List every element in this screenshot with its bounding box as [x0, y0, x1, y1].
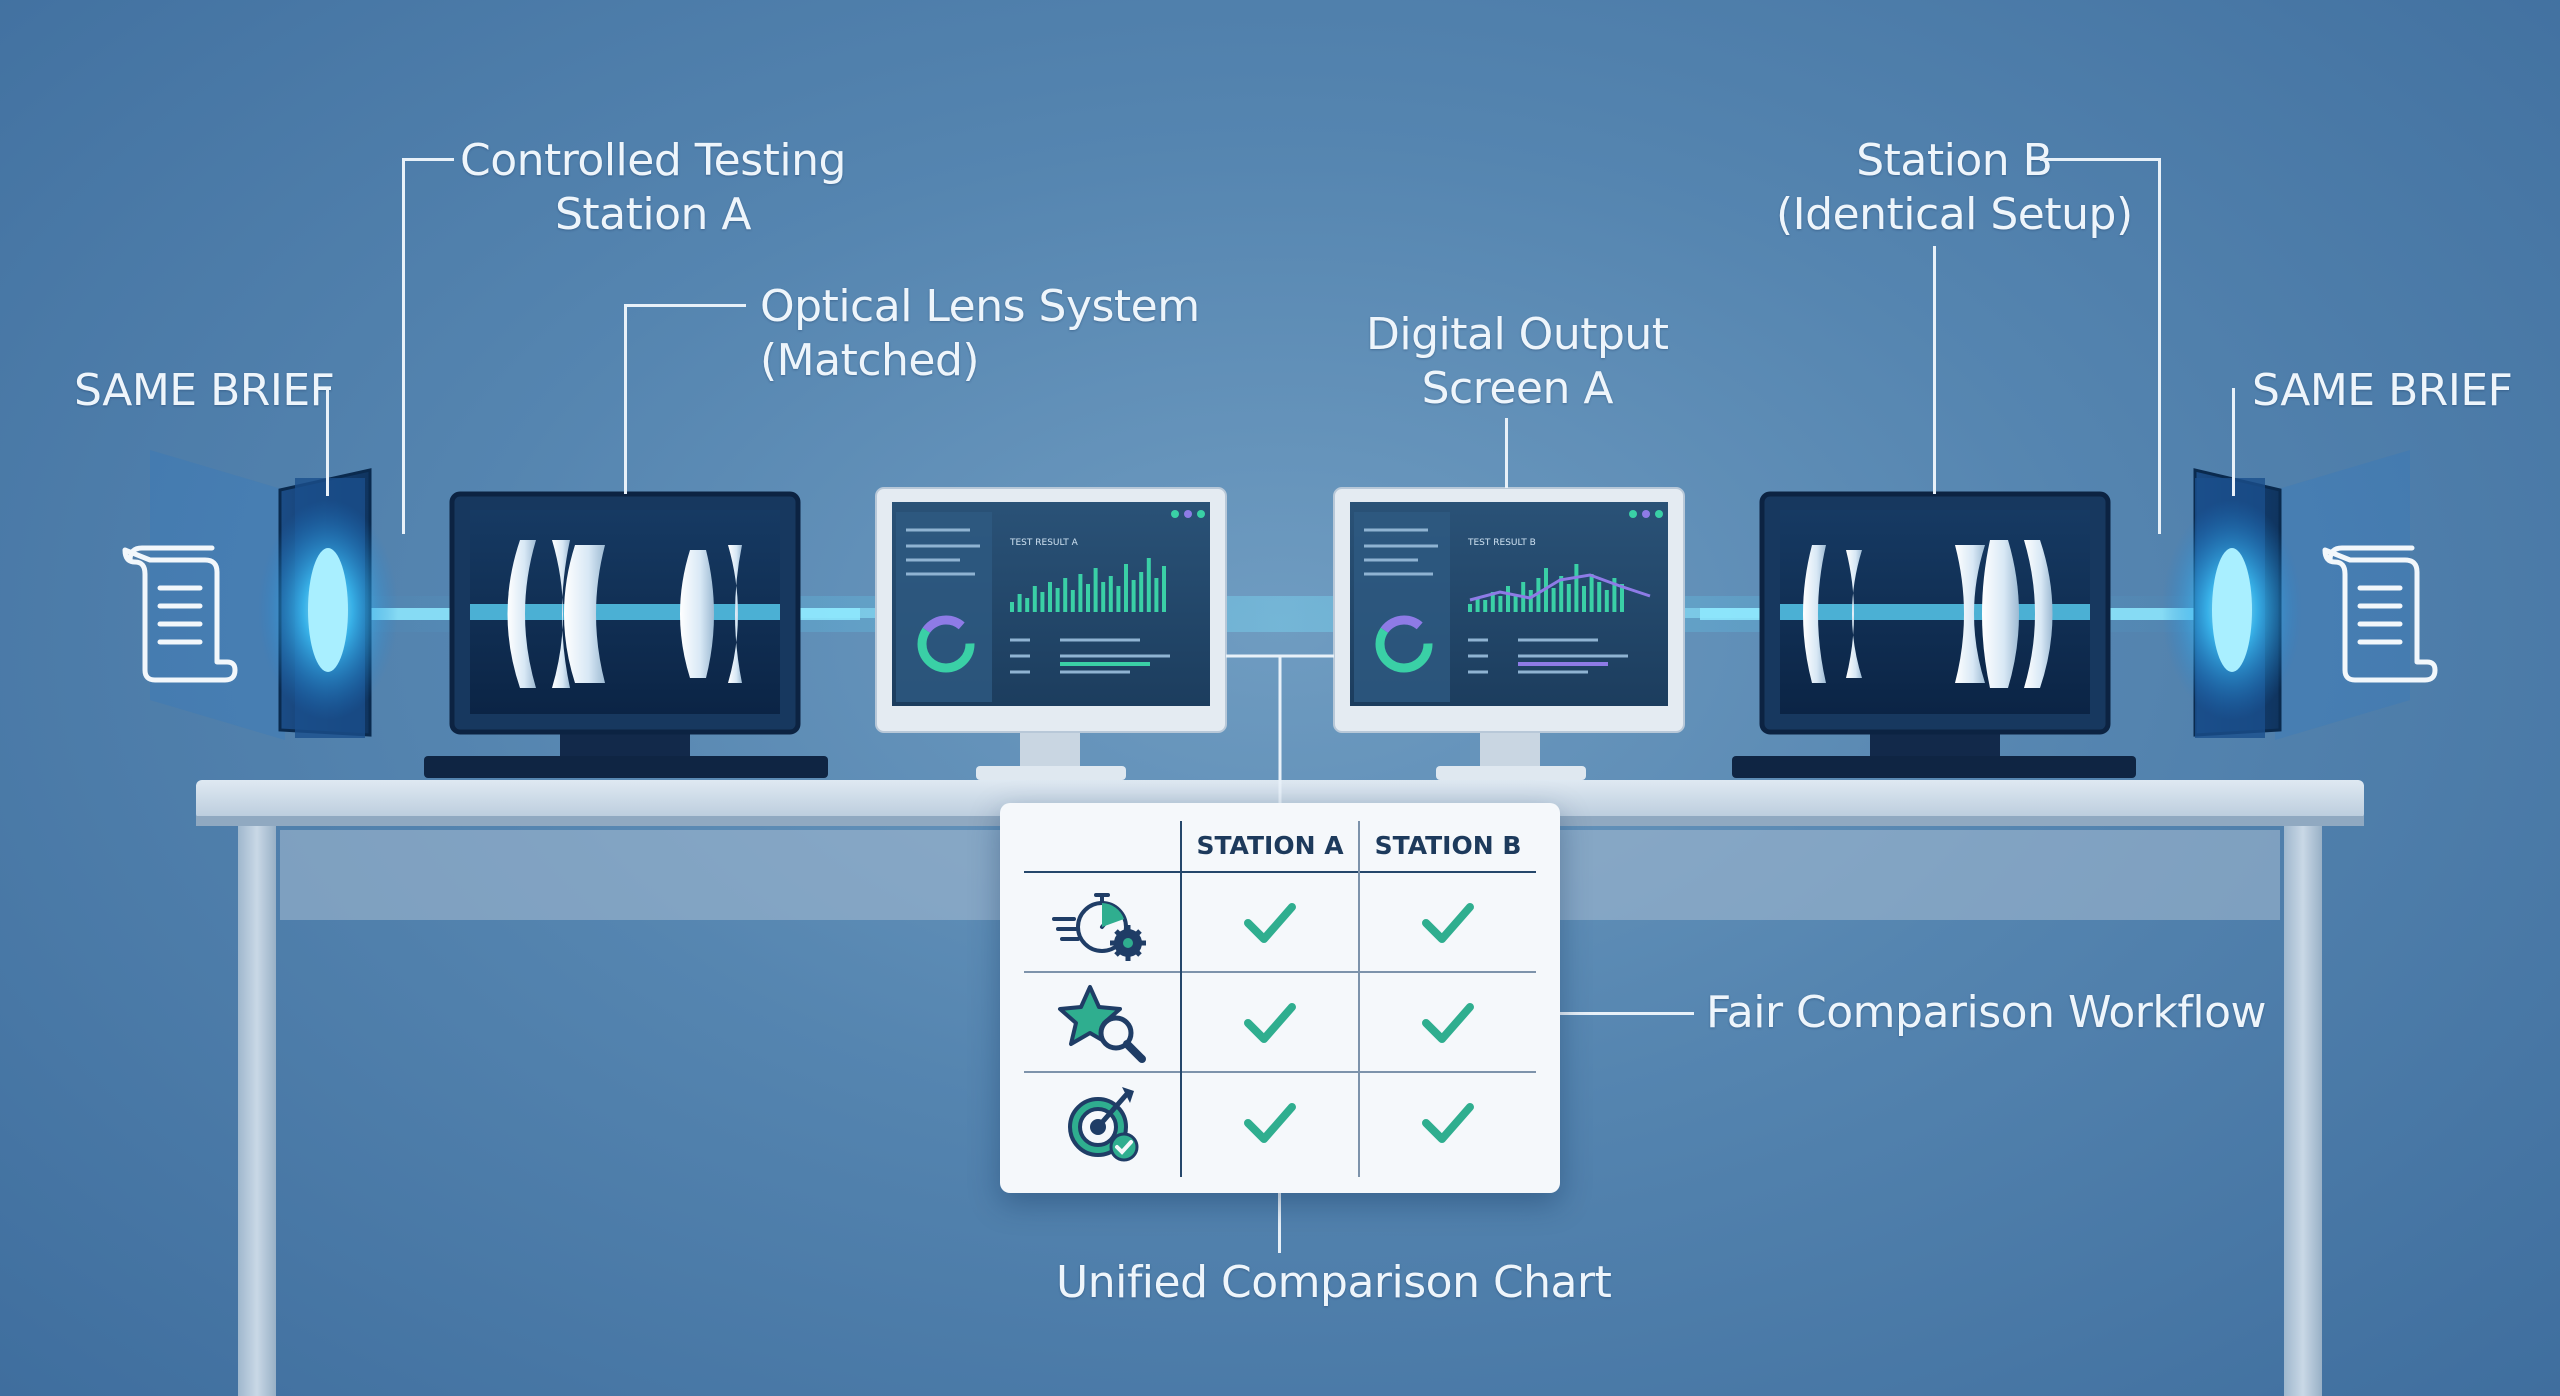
screen-bar [1025, 598, 1030, 612]
screen-bar [1551, 588, 1556, 612]
screen-bar [1490, 592, 1495, 612]
comparison-row [1000, 1073, 1560, 1173]
screen-bar [1116, 586, 1121, 612]
brief-document-right-icon [2322, 545, 2438, 683]
leader-line [2158, 158, 2161, 534]
station-b-label: Station B (Identical Setup) [1776, 135, 2133, 240]
screen-bar [1468, 604, 1472, 612]
screen-bar [1055, 588, 1060, 612]
screen-bar [1146, 558, 1151, 612]
screen-bar [1559, 576, 1564, 612]
screen-bar [1093, 568, 1098, 612]
screen-bar [1017, 594, 1022, 612]
screen-bar [1154, 578, 1159, 612]
check-station-b [1422, 903, 1474, 943]
optical-lens-label: Optical Lens System (Matched) [760, 281, 1200, 386]
screen-bar [1124, 564, 1128, 612]
comparison-row [1000, 973, 1560, 1073]
screen-title-b: TEST RESULT B [1467, 538, 1536, 548]
lens-monitor-a [424, 491, 828, 778]
leader-line [1278, 1193, 1281, 1253]
leader-line [326, 388, 329, 496]
screen-bar [1101, 582, 1106, 612]
row-divider [1024, 971, 1536, 973]
screen-bar [1574, 564, 1579, 612]
column-header-station-a: STATION A [1196, 831, 1344, 860]
screen-title-a: TEST RESULT A [1009, 538, 1079, 548]
leader-line [624, 304, 627, 494]
screen-bar [1513, 594, 1518, 612]
dashboard-monitor-a: TEST RESULT A [875, 487, 1227, 780]
fair-comparison-workflow-label: Fair Comparison Workflow [1706, 987, 2267, 1038]
dashboard-monitor-b: TEST RESULT B [1333, 487, 1685, 780]
comparison-row [1000, 873, 1560, 973]
screen-bar [1032, 586, 1037, 612]
station-a-label: Controlled Testing Station A [460, 135, 846, 240]
projector-left [150, 450, 398, 740]
brief-document-left-icon [122, 545, 238, 683]
screen-bar [1048, 582, 1052, 612]
screen-bar [1040, 592, 1045, 612]
leader-line [1505, 418, 1508, 488]
column-divider [1358, 821, 1360, 1177]
same-brief-left-label: SAME BRIEF [74, 365, 335, 416]
stopwatch-gear-icon [1052, 893, 1146, 961]
chart-connector [1226, 654, 1334, 803]
leader-line [1560, 1012, 1694, 1015]
check-station-a [1244, 1003, 1296, 1043]
screen-bar [1566, 584, 1571, 612]
screen-bar [1498, 596, 1503, 612]
comparison-chart: STATION A STATION B [1000, 803, 1560, 1193]
digital-output-label: Digital Output Screen A [1366, 309, 1669, 414]
screen-bar [1597, 582, 1602, 612]
projector-right [2162, 450, 2410, 740]
column-divider [1180, 821, 1182, 1177]
screen-bar [1162, 566, 1166, 612]
screen-bar [1078, 574, 1083, 612]
check-station-b [1422, 1103, 1474, 1143]
unified-comparison-chart-label: Unified Comparison Chart [1056, 1257, 1612, 1308]
screen-bar [1131, 580, 1136, 612]
leader-line [2232, 388, 2235, 496]
leader-line [402, 158, 454, 161]
screen-bar [1536, 578, 1541, 612]
screen-bar [1070, 590, 1075, 612]
screen-bar [1604, 590, 1609, 612]
row-divider [1024, 1071, 1536, 1073]
screen-bar [1528, 590, 1533, 612]
star-magnifier-icon [1058, 985, 1146, 1063]
same-brief-right-label: SAME BRIEF [2252, 365, 2513, 416]
leader-line [402, 158, 405, 534]
lens-monitor-b [1732, 491, 2136, 778]
screen-bar [1506, 586, 1510, 612]
check-station-b [1422, 1003, 1474, 1043]
screen-bar [1139, 572, 1144, 612]
check-station-a [1244, 1103, 1296, 1143]
screen-bar [1063, 578, 1068, 612]
screen-bar [1108, 576, 1113, 612]
leader-line [624, 304, 746, 307]
screen-bar [1483, 600, 1488, 612]
screen-bar [1086, 584, 1090, 612]
screen-bar [1475, 598, 1480, 612]
screen-bar [1582, 586, 1586, 612]
target-check-icon [1068, 1087, 1139, 1162]
leader-line [1933, 246, 1936, 494]
header-divider [1024, 871, 1536, 873]
check-station-a [1244, 903, 1296, 943]
screen-bar [1010, 602, 1014, 612]
leader-line [2040, 158, 2160, 161]
column-header-station-b: STATION B [1374, 831, 1522, 860]
screen-bar [1589, 574, 1594, 612]
screen-bar [1612, 578, 1617, 612]
screen-bar [1620, 584, 1624, 612]
